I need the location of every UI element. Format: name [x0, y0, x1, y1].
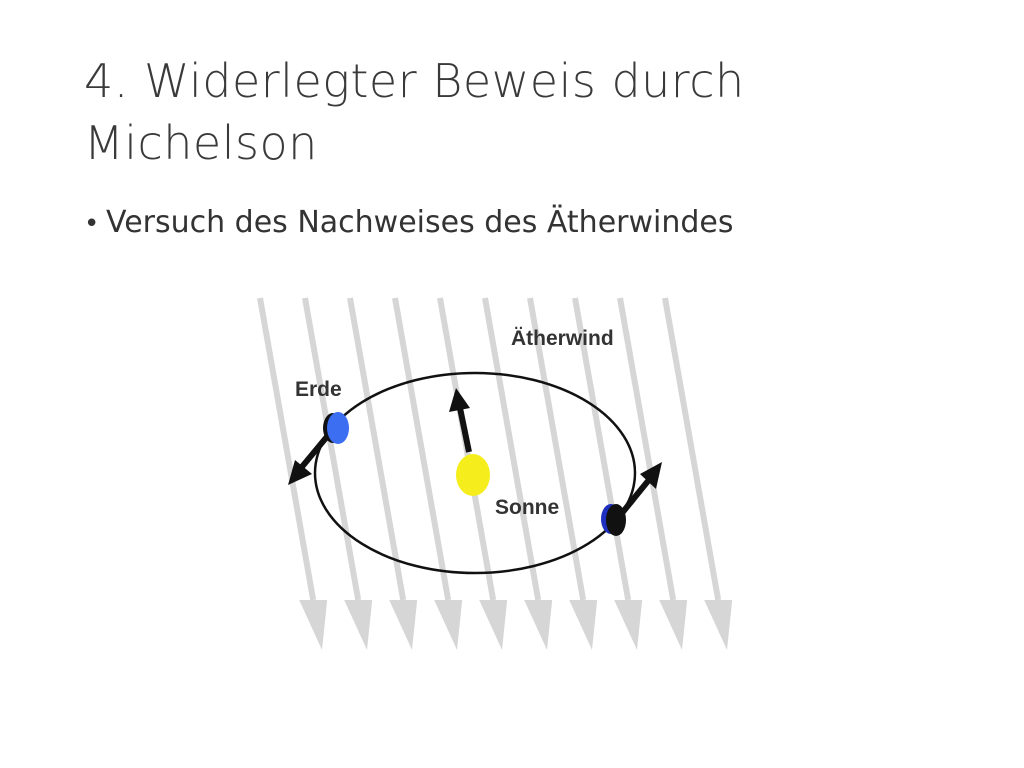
earth-right-shadow	[606, 504, 626, 536]
bullet-text: Versuch des Nachweises des Ätherwindes	[106, 205, 734, 240]
aether-wind-arrow-head	[659, 600, 688, 650]
aether-wind-arrows	[257, 297, 733, 650]
earth-right-motion-arrowhead	[640, 462, 662, 489]
sun-circle	[456, 454, 490, 496]
slide-title-line-2: Michelson	[84, 116, 318, 170]
earth-left-motion-arrow	[298, 431, 333, 470]
earth-orbit	[313, 371, 637, 575]
sun-motion-arrow	[457, 407, 472, 453]
aether-wind-arrow-head	[569, 600, 598, 650]
earth-left	[288, 412, 349, 485]
aether-wind-arrow-shaft	[347, 297, 407, 601]
aether-wind-arrow-shaft	[302, 297, 362, 601]
aether-wind-arrow-shaft	[572, 297, 632, 601]
bullet-item: • Versuch des Nachweises des Ätherwindes	[84, 205, 734, 240]
aether-wind-label: Ätherwind	[511, 327, 614, 350]
bullet-dot-icon: •	[84, 209, 100, 239]
slide-title-line-1: 4. Widerlegter Beweis durch	[84, 54, 745, 108]
aether-wind-arrow-shaft	[392, 297, 452, 601]
aether-wind-arrow-shaft	[527, 297, 587, 601]
aether-wind-arrow-head	[614, 600, 643, 650]
aether-wind-arrow-shaft	[662, 297, 722, 601]
earth-left-circle	[327, 412, 349, 444]
aether-wind-arrow-head	[524, 600, 553, 650]
earth-label: Erde	[295, 378, 342, 401]
aether-wind-arrow-head	[299, 600, 328, 650]
sun-label: Sonne	[495, 496, 559, 519]
earth-right	[601, 462, 662, 536]
earth-left-motion-arrowhead	[288, 460, 312, 485]
aether-wind-arrow-head	[704, 600, 733, 650]
slide-title: 4. Widerlegter Beweis durch Michelson	[84, 50, 964, 174]
aether-wind-arrow-head	[479, 600, 508, 650]
aether-wind-arrow-shaft	[617, 297, 677, 601]
aether-wind-arrow-head	[434, 600, 463, 650]
aether-wind-arrow-shaft	[257, 297, 317, 601]
aether-wind-arrow-head	[344, 600, 373, 650]
sun-motion-arrowhead	[449, 388, 470, 412]
aether-wind-arrow-head	[389, 600, 418, 650]
sun	[449, 388, 490, 496]
aether-wind-arrow-shaft	[482, 297, 542, 601]
